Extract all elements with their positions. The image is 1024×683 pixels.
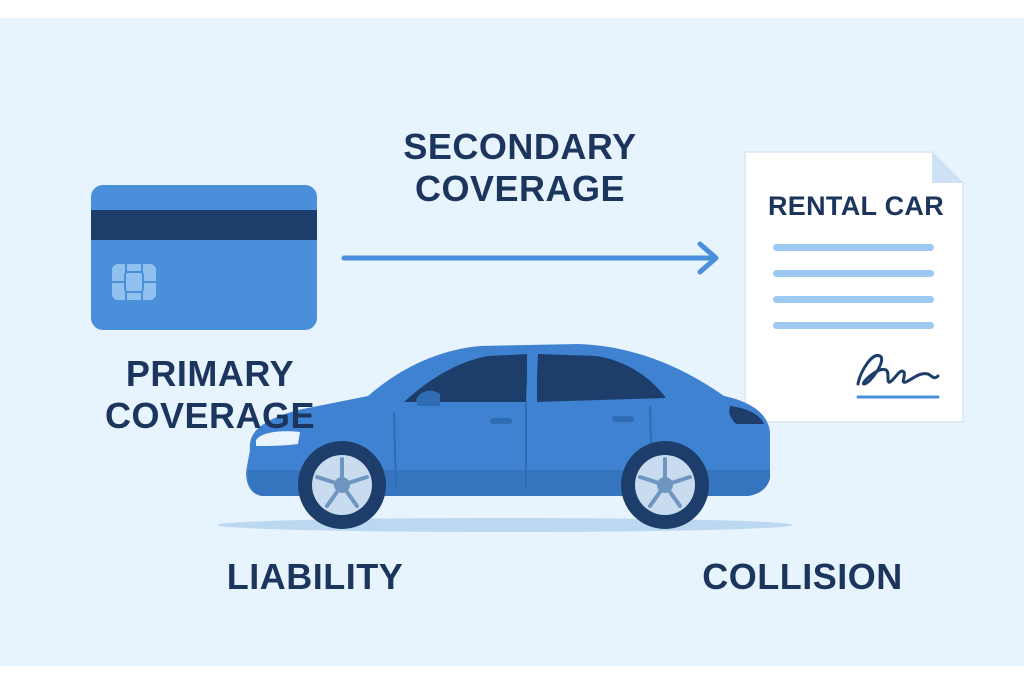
primary-coverage-label: PRIMARY COVERAGE xyxy=(40,353,380,437)
secondary-coverage-label: SECONDARY COVERAGE xyxy=(340,126,700,210)
front-wheel xyxy=(298,441,386,529)
chip-icon xyxy=(112,264,156,300)
signature-icon xyxy=(856,354,940,399)
credit-card-icon xyxy=(91,185,317,330)
collision-label: COLLISION xyxy=(702,556,903,597)
primary-coverage-line1: PRIMARY xyxy=(125,353,295,394)
rental-car-title: RENTAL CAR xyxy=(768,191,944,221)
sedan-car-icon xyxy=(217,344,793,532)
document-icon xyxy=(744,151,964,423)
rear-wheel xyxy=(621,441,709,529)
arrow-right-icon xyxy=(341,241,719,275)
secondary-coverage-line1: SECONDARY xyxy=(403,126,637,167)
secondary-coverage-line2: COVERAGE xyxy=(414,168,626,209)
liability-label: LIABILITY xyxy=(226,556,404,597)
primary-coverage-line2: COVERAGE xyxy=(104,395,316,436)
